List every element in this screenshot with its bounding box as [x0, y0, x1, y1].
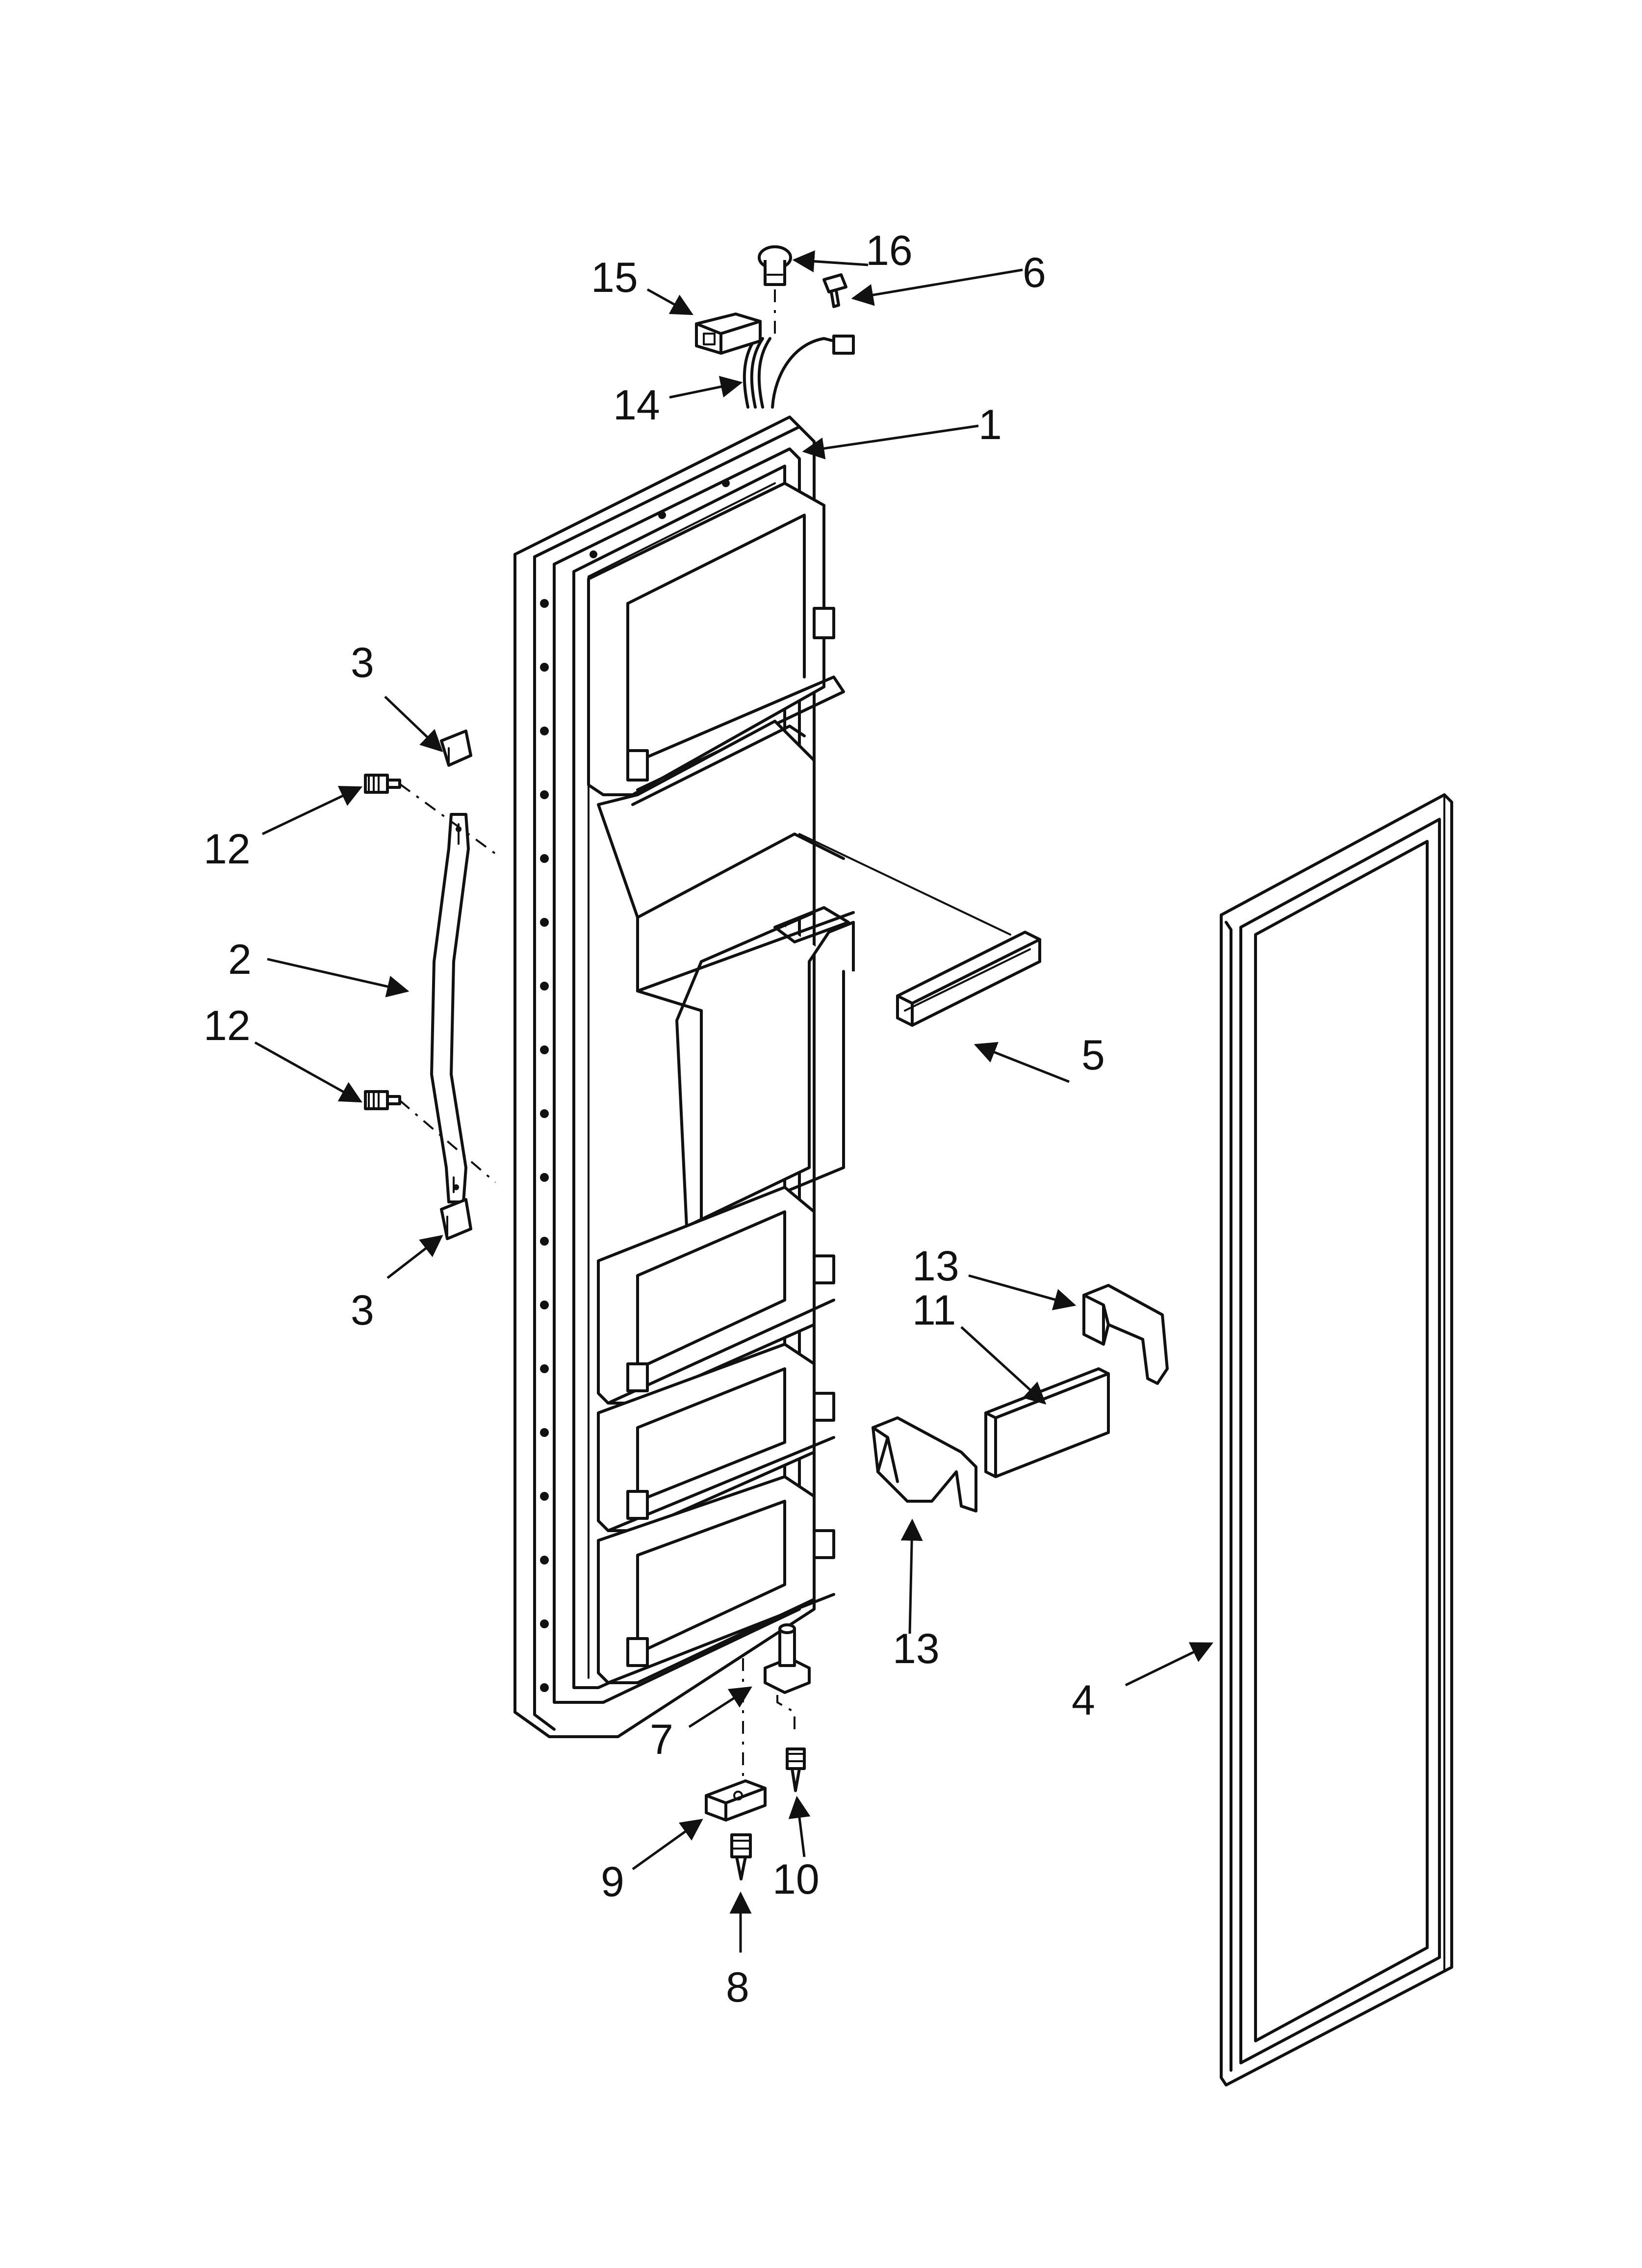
callout-1: 1 — [978, 401, 1002, 448]
flange-rivets — [540, 479, 730, 1692]
handle-screw-bottom — [364, 1090, 401, 1110]
mounting-screw — [822, 273, 847, 308]
connector-block — [695, 313, 762, 355]
callout-3-top: 3 — [351, 639, 374, 686]
door-gasket — [1220, 793, 1453, 2086]
bin-end-cap-right — [1082, 1284, 1169, 1385]
handle-end-cap-bottom — [440, 1198, 472, 1240]
callout-10: 10 — [772, 1856, 820, 1903]
callout-11: 11 — [912, 1287, 956, 1334]
callout-7: 7 — [650, 1716, 673, 1763]
dispenser-trim-strip — [896, 931, 1041, 1027]
upper-door-bin — [587, 482, 845, 796]
bin-end-cap-left — [872, 1416, 977, 1512]
callout-13-top: 13 — [912, 1243, 959, 1290]
callout-6: 6 — [1023, 249, 1046, 296]
wire-harness — [743, 335, 855, 409]
handle-screw-top — [364, 774, 401, 794]
callout-16: 16 — [866, 227, 913, 274]
callout-14: 14 — [613, 382, 660, 429]
callout-5: 5 — [1081, 1032, 1105, 1079]
door-assembly — [513, 416, 855, 1738]
callout-9: 9 — [601, 1858, 624, 1905]
hinge-bushing — [764, 1623, 811, 1694]
callout-3-bottom: 3 — [351, 1287, 374, 1334]
leader-lines — [254, 250, 1214, 1953]
bin-front-panel — [984, 1367, 1110, 1478]
callout-8: 8 — [726, 1964, 749, 2011]
handle-end-cap-top — [440, 730, 472, 767]
callout-labels: 1 2 3 3 4 5 6 7 8 9 10 11 12 12 13 13 14… — [204, 227, 1105, 2011]
callout-4: 4 — [1072, 1677, 1095, 1724]
hinge-bracket — [705, 1779, 767, 1822]
callout-15: 15 — [591, 254, 638, 301]
callout-13-bottom: 13 — [893, 1625, 940, 1672]
callout-12-top: 12 — [204, 826, 251, 873]
callout-12-bottom: 12 — [204, 1002, 251, 1049]
hinge-screw-right — [786, 1747, 806, 1792]
dispenser-housing — [597, 720, 855, 1228]
door-switch — [758, 245, 792, 286]
callout-2: 2 — [228, 936, 252, 983]
hinge-screw-bottom — [730, 1833, 752, 1880]
lower-door-bins — [597, 1186, 835, 1684]
